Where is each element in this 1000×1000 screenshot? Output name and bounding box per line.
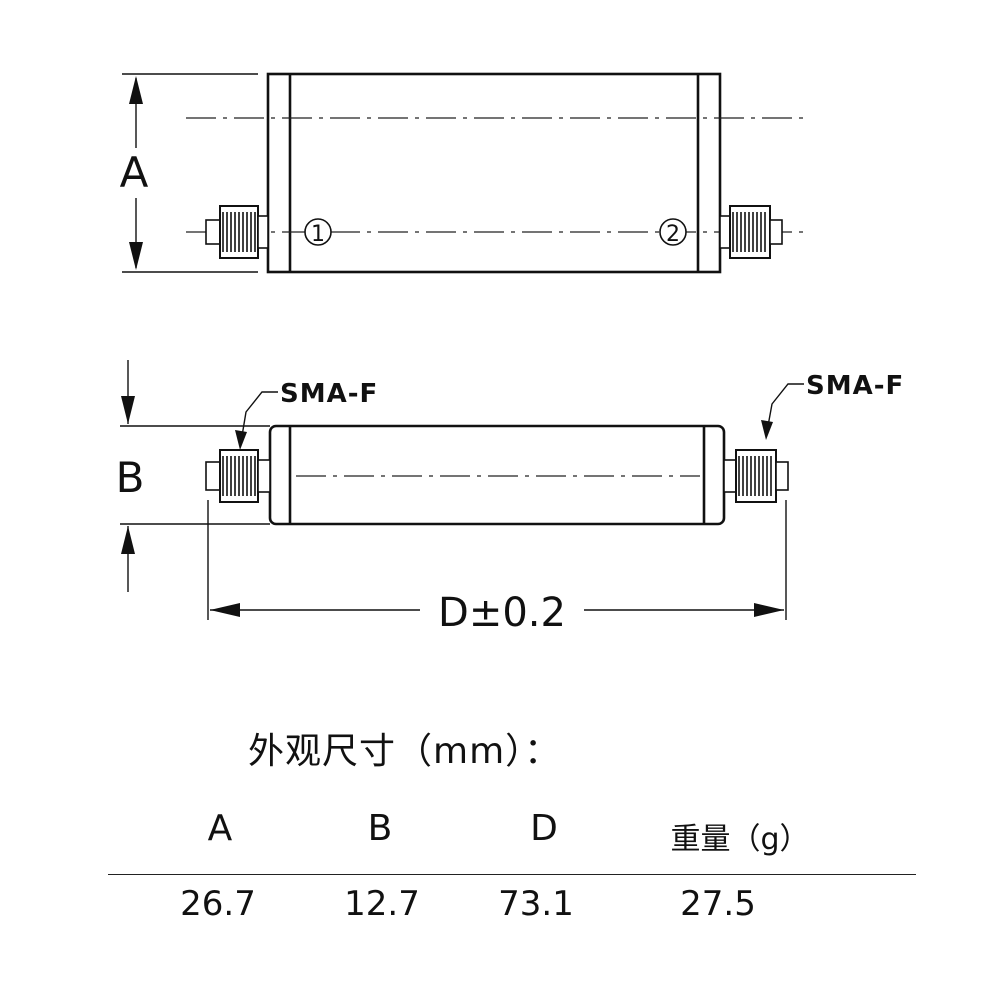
value-weight: 27.5: [680, 884, 756, 924]
side-body: [268, 424, 726, 526]
value-a: 26.7: [180, 884, 256, 924]
left-connector-leader: [235, 391, 278, 450]
dimension-a-arrow: [129, 76, 143, 270]
column-header-b: B: [367, 808, 393, 849]
dimension-b-arrow: [121, 360, 135, 592]
dimension-d-arrow: [210, 603, 784, 617]
side-view: B: [116, 360, 904, 636]
svg-text:1: 1: [311, 222, 325, 247]
filter-outline-drawing: A: [116, 72, 904, 636]
table-divider: [108, 874, 916, 875]
svg-text:2: 2: [666, 222, 680, 247]
right-connector-label: SMA-F: [806, 371, 904, 401]
top-body: [266, 72, 722, 274]
dimension-a-label: A: [120, 148, 149, 197]
side-right-connector: [723, 449, 789, 503]
side-left-connector: [205, 449, 271, 503]
top-right-connector: [719, 205, 783, 259]
left-connector-label: SMA-F: [280, 379, 378, 409]
value-b: 12.7: [344, 884, 420, 924]
top-left-connector: [205, 205, 269, 259]
value-d: 73.1: [498, 884, 574, 924]
column-header-a: A: [207, 808, 233, 849]
right-connector-leader: [761, 383, 804, 440]
column-header-d: D: [530, 808, 558, 849]
dimension-d-label: D±0.2: [438, 590, 566, 636]
column-header-weight: 重量（g）: [670, 822, 810, 857]
dimension-b-label: B: [116, 453, 145, 502]
top-view: A: [120, 72, 810, 274]
dimensions-title: 外观尺寸（mm）：: [248, 731, 562, 772]
port-1-marker: 1: [304, 218, 332, 247]
port-2-marker: 2: [659, 218, 687, 247]
